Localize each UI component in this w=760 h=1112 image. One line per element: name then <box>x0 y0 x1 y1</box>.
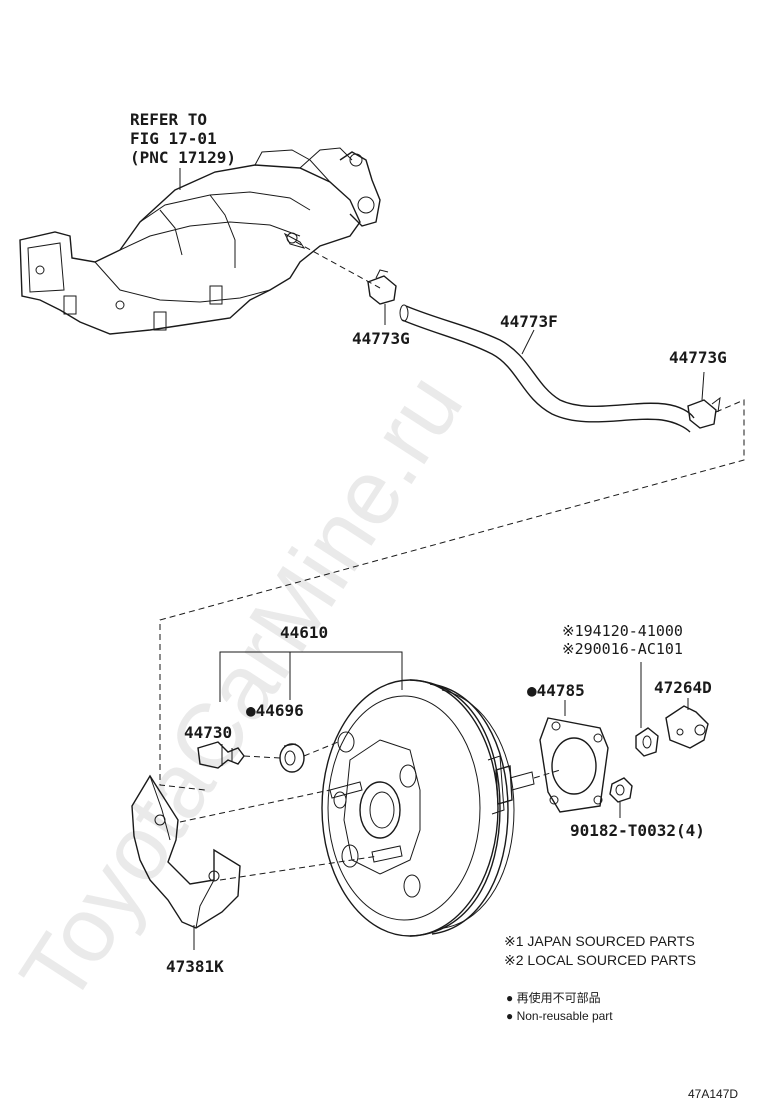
grommet <box>279 743 305 773</box>
brake-booster <box>321 679 535 937</box>
connection-line-stud-1 <box>179 789 331 823</box>
label-check-valve: 44730 <box>184 723 232 742</box>
nut <box>635 727 659 757</box>
refer-note-line1: REFER TO <box>130 110 207 129</box>
connection-line-stud-2 <box>219 855 379 881</box>
label-bracket: 47381K <box>166 957 224 976</box>
label-grommet: ●44696 <box>246 701 304 720</box>
refer-note-line2: FIG 17-01 <box>130 129 217 148</box>
leader-hose <box>521 329 535 355</box>
gasket <box>539 717 609 813</box>
label-clip-right: 44773G <box>669 348 727 367</box>
leader-clip-right <box>701 371 705 401</box>
hose-clip-upper <box>367 269 397 305</box>
vacuum-hose <box>399 304 695 433</box>
label-nut-local: ※290016-AC101 <box>562 640 683 658</box>
legend-japan-sourced: ※1 JAPAN SOURCED PARTS <box>504 933 695 949</box>
bolt <box>609 777 633 803</box>
connection-line-valve <box>243 741 339 759</box>
clevis <box>665 705 709 749</box>
label-clip-upper: 44773G <box>352 329 410 348</box>
intake-manifold <box>19 147 381 335</box>
label-booster-assy: 44610 <box>280 623 328 642</box>
figure-id: 47A147D <box>688 1087 738 1101</box>
legend-local-sourced: ※2 LOCAL SOURCED PARTS <box>504 952 696 968</box>
check-valve <box>197 741 245 769</box>
label-nut-japan: ※194120-41000 <box>562 622 683 640</box>
label-hose: 44773F <box>500 312 558 331</box>
watermark: ToyotaCarMine.ru <box>1 356 482 1020</box>
label-bolt: 90182-T0032(4) <box>570 821 705 840</box>
connection-line-gasket <box>533 769 561 779</box>
hose-clip-right <box>687 396 721 429</box>
connection-line-long <box>159 399 745 791</box>
leader-booster-assy <box>219 651 403 702</box>
label-gasket: ●44785 <box>527 681 585 700</box>
refer-note-line3: (PNC 17129) <box>130 148 236 167</box>
label-clevis: 47264D <box>654 678 712 697</box>
connection-line-upper <box>295 241 381 289</box>
mounting-bracket <box>131 774 241 929</box>
legend-nonreusable-en: ● Non-reusable part <box>506 1009 613 1023</box>
legend-nonreusable-jp: ● 再使用不可部品 <box>506 990 601 1005</box>
